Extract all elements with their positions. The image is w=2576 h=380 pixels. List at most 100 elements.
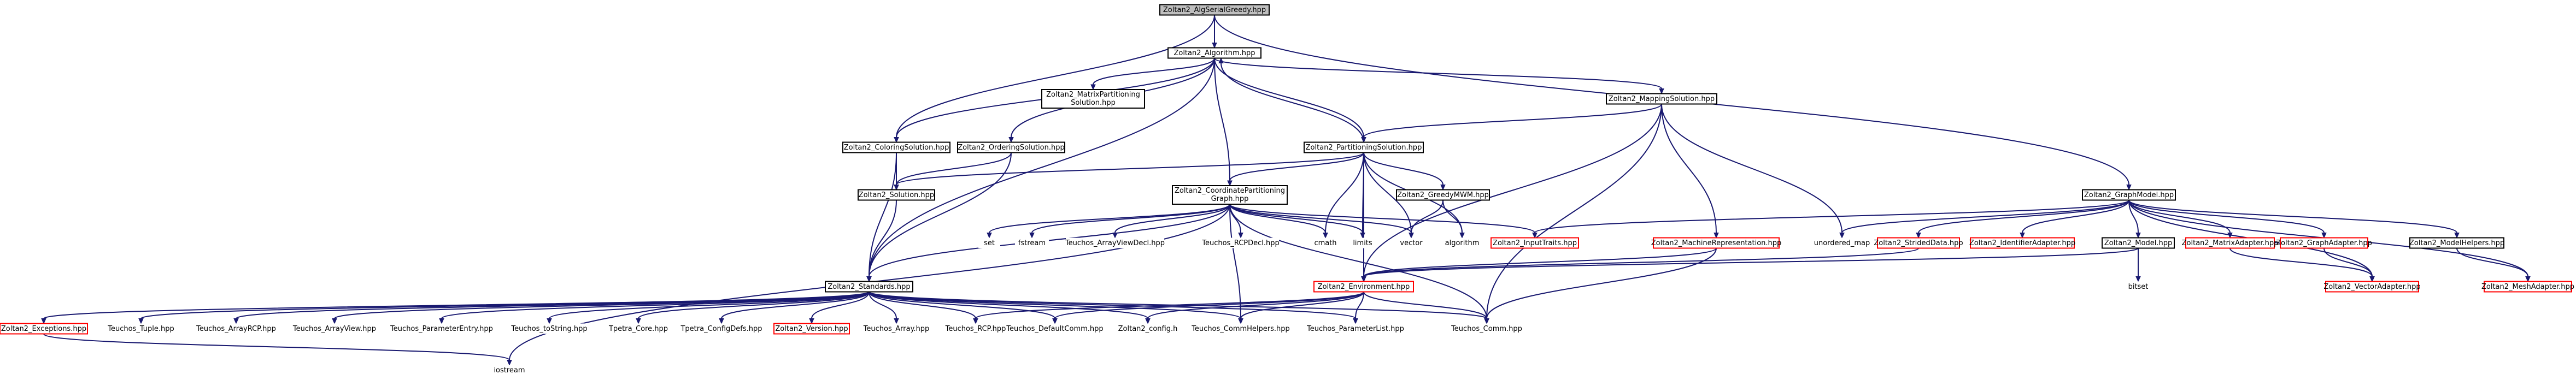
node-limits[interactable]: limits [1349,238,1376,248]
dependency-edge [1361,104,1662,143]
node-to-string[interactable]: Teuchos_toString.hpp [507,323,592,334]
node-label: Zoltan2_InputTraits.hpp [1493,239,1577,247]
node-param-list[interactable]: Teuchos_ParameterList.hpp [1305,323,1406,334]
node-box [1311,238,1340,248]
node-solution[interactable]: Zoltan2_Solution.hpp [858,189,935,201]
dependency-edge [1409,200,1444,239]
node-label: Teuchos_ParameterEntry.hpp [390,325,493,333]
node-box [1115,323,1181,334]
node-label: fstream [1018,239,1046,247]
node-tpetra-core[interactable]: Tpetra_Core.hpp [607,323,670,334]
node-matrix-adapter[interactable]: Zoltan2_MatrixAdapter.hpp [2182,237,2279,249]
node-model[interactable]: Zoltan2_Model.hpp [2102,237,2175,249]
node-box [842,141,950,153]
node-label: Teuchos_DefaultComm.hpp [1006,325,1103,333]
node-fstream[interactable]: fstream [1015,238,1049,248]
dependency-edge [1361,247,2139,282]
dependency-edge [332,291,870,324]
dependency-edge [1229,204,1328,239]
node-exceptions[interactable]: Zoltan2_Exceptions.hpp [0,323,88,335]
node-label: Teuchos_RCPDecl.hpp [1201,239,1280,247]
node-rcp-decl[interactable]: Teuchos_RCPDecl.hpp [1201,238,1280,248]
node-box [2280,237,2368,249]
node-teuchos-array[interactable]: Teuchos_Array.hpp [861,323,932,334]
node-label: Zoltan2_MatrixAdapter.hpp [2182,239,2279,247]
node-input-traits[interactable]: Zoltan2_InputTraits.hpp [1491,237,1579,249]
node-box [0,323,88,335]
node-unordered-map[interactable]: unordered_map [1812,238,1872,248]
node-label: algorithm [1445,239,1480,247]
node-box [1172,185,1288,205]
dependency-edge [1839,200,2129,239]
node-box [1442,238,1482,248]
dependency-edge [2128,200,2141,239]
node-tuple[interactable]: Teuchos_Tuple.hpp [105,323,177,334]
node-version[interactable]: Zoltan2_Version.hpp [773,323,850,335]
node-box [193,323,279,334]
node-default-comm[interactable]: Teuchos_DefaultComm.hpp [1006,323,1104,334]
node-mapping-sol[interactable]: Zoltan2_MappingSolution.hpp [1606,93,1717,105]
node-algorithm[interactable]: algorithm [1442,238,1482,248]
node-label: Zoltan2_PartitioningSolution.hpp [1306,144,1422,152]
node-box [858,189,935,201]
node-teuchos-comm[interactable]: Teuchos_Comm.hpp [1451,323,1522,334]
node-array-view[interactable]: Teuchos_ArrayView.hpp [291,323,378,334]
node-iostream[interactable]: iostream [492,365,527,376]
dependency-edge [2020,200,2129,239]
node-label: iostream [494,366,525,375]
dependency-edge [1227,152,1364,187]
node-coloring-sol[interactable]: Zoltan2_ColoringSolution.hpp [842,141,950,153]
dependency-edge [1484,104,1662,324]
dependency-edge [2456,248,2531,282]
dependency-edge [439,291,870,324]
node-box [1202,238,1279,248]
node-root[interactable]: Zoltan2_AlgSerialGreedy.hpp [1159,4,1270,16]
node-config[interactable]: Zoltan2_config.h [1115,323,1181,334]
node-box [2102,237,2175,249]
node-param-entry[interactable]: Teuchos_ParameterEntry.hpp [390,323,493,334]
node-label: Zoltan2_GraphModel.hpp [2084,191,2174,199]
node-partitioning-sol[interactable]: Zoltan2_PartitioningSolution.hpp [1304,141,1424,153]
node-ordering-sol[interactable]: Zoltan2_OrderingSolution.hpp [957,141,1065,153]
node-label: Zoltan2_Environment.hpp [1318,283,1410,291]
node-tpetra-config[interactable]: Tpetra_ConfigDefs.hpp [680,323,762,334]
node-graph-adapter[interactable]: Zoltan2_GraphAdapter.hpp [2276,237,2372,249]
node-box [1015,238,1049,248]
node-box [391,323,492,334]
node-environment[interactable]: Zoltan2_Environment.hpp [1313,281,1414,293]
node-alg[interactable]: Zoltan2_Algorithm.hpp [1167,47,1261,59]
node-graph-model[interactable]: Zoltan2_GraphModel.hpp [2082,189,2176,201]
node-label: Zoltan2_Solution.hpp [859,191,934,199]
node-comm-helpers[interactable]: Teuchos_CommHelpers.hpp [1191,323,1290,334]
node-label: Zoltan2_AlgSerialGreedy.hpp [1163,6,1266,14]
node-box [1304,141,1424,153]
node-model-helpers[interactable]: Zoltan2_ModelHelpers.hpp [2409,237,2504,249]
node-standards[interactable]: Zoltan2_Standards.hpp [825,281,913,293]
node-label: Zoltan2_Version.hpp [775,325,848,333]
node-bitset[interactable]: bitset [2125,281,2151,292]
node-vector[interactable]: vector [1398,238,1425,248]
node-machine-rep[interactable]: Zoltan2_MachineRepresentation.hpp [1651,237,1782,249]
node-set[interactable]: set [978,238,1000,248]
dependency-edge [1214,57,1664,94]
node-greedy-mwm[interactable]: Zoltan2_GreedyMWM.hpp [1396,189,1490,201]
dependency-edge [894,15,1215,143]
dependency-nodes: Zoltan2_AlgSerialGreedy.hppZoltan2_Algor… [0,4,2574,376]
node-mesh-adapter[interactable]: Zoltan2_MeshAdapter.hpp [2481,281,2574,293]
dependency-edge [1353,292,1364,324]
node-cmath[interactable]: cmath [1311,238,1340,248]
dependency-edge [1214,58,1366,143]
node-identifier-adapter[interactable]: Zoltan2_IdentifierAdapter.hpp [1969,237,2075,249]
node-teuchos-rcp[interactable]: Teuchos_RCP.hpp [944,323,1007,334]
node-strided-data[interactable]: Zoltan2_StridedData.hpp [1874,237,1963,249]
node-box [1193,323,1289,334]
dependency-edge [719,292,870,324]
node-label: Zoltan2_Exceptions.hpp [1,325,86,333]
node-box [944,323,1007,334]
node-array-view-dict[interactable]: Teuchos_ArrayViewDecl.hpp [1065,238,1165,248]
node-label: Zoltan2_Algorithm.hpp [1173,49,1255,57]
node-array-rcp[interactable]: Teuchos_ArrayRCP.hpp [193,323,279,334]
node-vector-adapter[interactable]: Zoltan2_VectorAdapter.hpp [2323,281,2421,293]
